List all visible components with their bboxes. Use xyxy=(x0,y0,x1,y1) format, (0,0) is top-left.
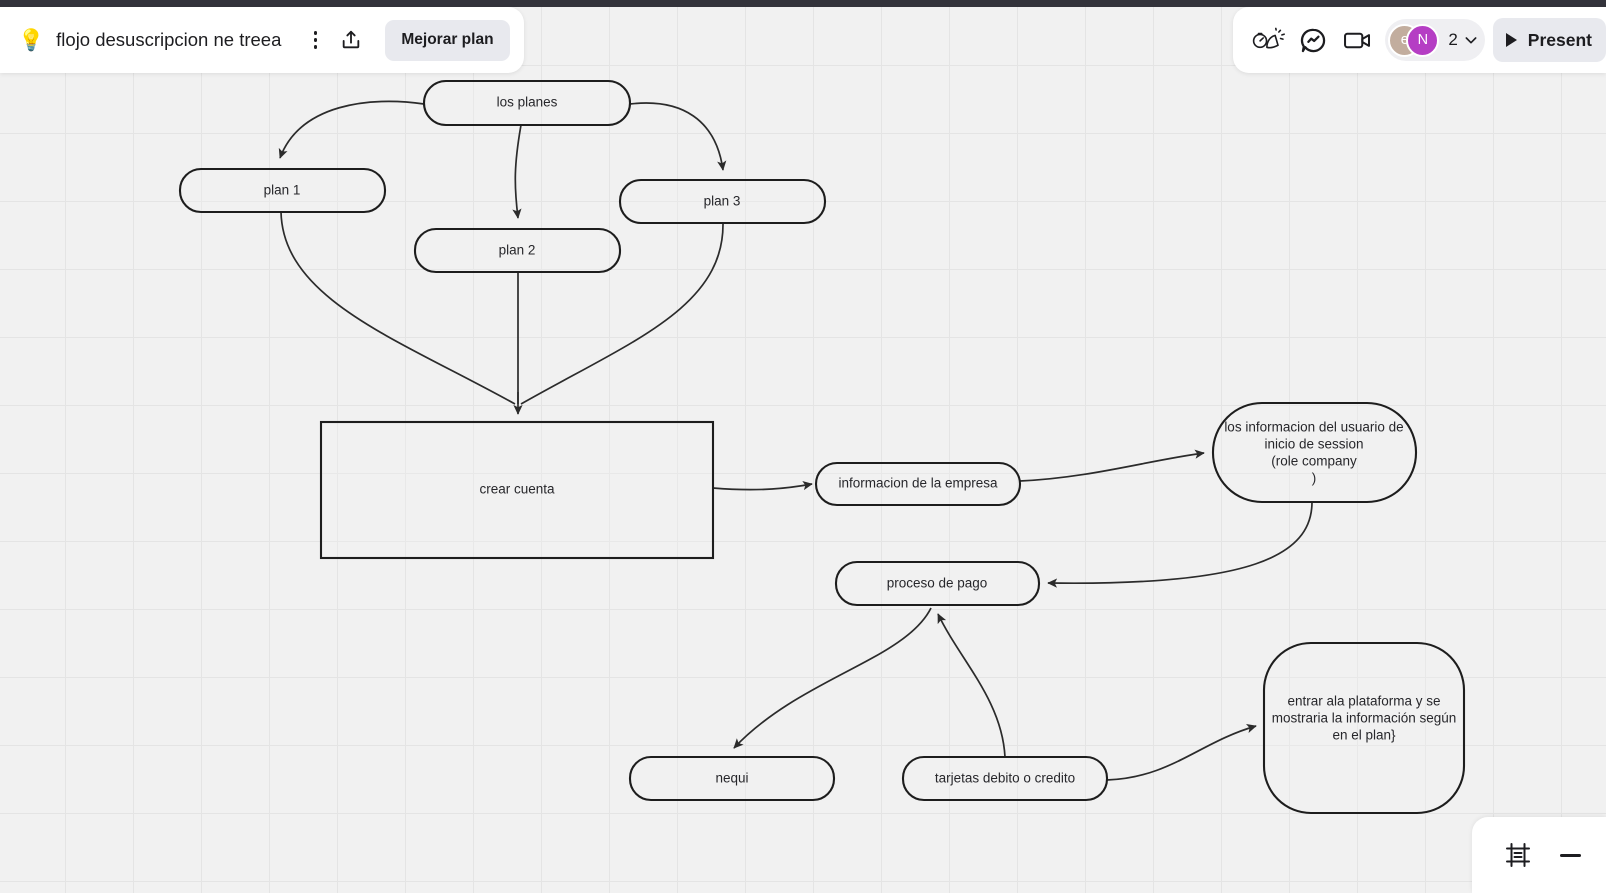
presence-count: 2 xyxy=(1448,30,1458,49)
video-call-button[interactable] xyxy=(1335,19,1379,61)
chat-button[interactable] xyxy=(1291,19,1335,61)
node-label-usuario-sesion-line-1: los informacion del usuario de xyxy=(1224,420,1403,435)
document-title[interactable]: flojo desuscripcion ne treea xyxy=(56,29,282,50)
zoom-controls-panel xyxy=(1472,817,1606,893)
avatar-n[interactable]: N xyxy=(1406,23,1440,57)
node-tarjetas[interactable]: tarjetas debito o credito xyxy=(901,755,1109,802)
node-entrar-plataforma[interactable]: entrar ala plataforma y se mostraria la … xyxy=(1262,641,1466,815)
edge-usuario-sesion-to-proceso-pago[interactable] xyxy=(1047,501,1313,588)
upgrade-plan-button[interactable]: Mejorar plan xyxy=(385,19,510,61)
node-label-usuario-sesion-line-4: ) xyxy=(1312,471,1317,486)
top-accent-bar xyxy=(0,0,1606,7)
node-plan-2[interactable]: plan 2 xyxy=(413,227,622,274)
node-usuario-sesion[interactable]: los informacion del usuario de inicio de… xyxy=(1211,401,1418,504)
zoom-out-button[interactable] xyxy=(1544,831,1596,879)
node-informacion-empresa[interactable]: informacion de la empresa xyxy=(814,461,1022,507)
node-nequi[interactable]: nequi xyxy=(628,755,836,802)
node-label-informacion-empresa: informacion de la empresa xyxy=(838,476,998,491)
header-left-panel: 💡 flojo desuscripcion ne treea Mejorar p… xyxy=(0,7,524,73)
edge-tarjetas-to-proceso-pago[interactable] xyxy=(937,613,1006,758)
timer-party-icon xyxy=(1253,27,1286,49)
edge-los-planes-to-plan-1[interactable] xyxy=(278,100,425,159)
node-los-planes[interactable]: los planes xyxy=(422,79,632,127)
node-label-entrar-plataforma-line-3: en el plan} xyxy=(1332,728,1396,743)
share-upload-icon xyxy=(343,30,360,49)
node-label-tarjetas: tarjetas debito o credito xyxy=(935,771,1075,786)
node-label-plan-3: plan 3 xyxy=(704,194,741,209)
edge-crear-cuenta-to-informacion-empresa[interactable] xyxy=(712,481,813,491)
node-plan-3[interactable]: plan 3 xyxy=(618,178,827,225)
edge-los-planes-to-plan-2[interactable] xyxy=(512,124,522,219)
presence-group[interactable]: e N 2 xyxy=(1385,19,1485,61)
edge-tarjetas-to-entrar-plataforma[interactable] xyxy=(1106,724,1257,781)
node-label-nequi: nequi xyxy=(715,771,748,786)
node-crear-cuenta[interactable]: crear cuenta xyxy=(319,420,715,560)
node-label-entrar-plataforma-line-2: mostraria la información según xyxy=(1272,711,1457,726)
node-label-proceso-pago: proceso de pago xyxy=(887,576,988,591)
node-label-los-planes: los planes xyxy=(497,95,558,110)
node-label-plan-1: plan 1 xyxy=(264,183,301,198)
node-label-entrar-plataforma-line-1: entrar ala plataforma y se xyxy=(1287,694,1440,709)
share-button[interactable] xyxy=(333,20,369,60)
nodes-layer: los planes plan 1 plan 3 plan 2 crear cu… xyxy=(178,79,1466,815)
node-label-usuario-sesion-line-3: (role company xyxy=(1271,454,1357,469)
chat-bubble-icon xyxy=(1300,28,1325,52)
present-button[interactable]: Present xyxy=(1492,18,1606,62)
node-label-crear-cuenta: crear cuenta xyxy=(479,482,555,497)
edge-plan-3-to-crear-cuenta[interactable] xyxy=(520,222,724,405)
chevron-down-icon[interactable] xyxy=(1463,32,1479,48)
header-right-panel: e N 2 Present xyxy=(1233,7,1606,73)
edges-layer xyxy=(278,100,1313,781)
fit-to-frame-icon xyxy=(1506,843,1530,867)
edge-los-planes-to-plan-3[interactable] xyxy=(629,102,727,171)
minus-icon xyxy=(1559,853,1581,857)
edge-plan-1-to-crear-cuenta[interactable] xyxy=(280,211,516,405)
node-label-plan-2: plan 2 xyxy=(499,243,536,258)
three-dots-icon xyxy=(313,31,318,49)
lamp-icon: 💡 xyxy=(18,28,45,52)
video-camera-icon xyxy=(1343,32,1370,48)
edge-informacion-empresa-to-usuario-sesion[interactable] xyxy=(1019,449,1205,482)
more-options-button[interactable] xyxy=(297,20,333,60)
present-label: Present xyxy=(1527,29,1592,50)
node-label-usuario-sesion-line-2: inicio de session xyxy=(1264,437,1363,452)
node-proceso-pago[interactable]: proceso de pago xyxy=(834,560,1041,607)
play-triangle-icon xyxy=(1505,33,1517,47)
edge-proceso-pago-to-nequi[interactable] xyxy=(733,607,932,749)
node-plan-1[interactable]: plan 1 xyxy=(178,167,387,214)
fit-to-frame-button[interactable] xyxy=(1492,831,1544,879)
timer-party-button[interactable] xyxy=(1247,19,1291,61)
